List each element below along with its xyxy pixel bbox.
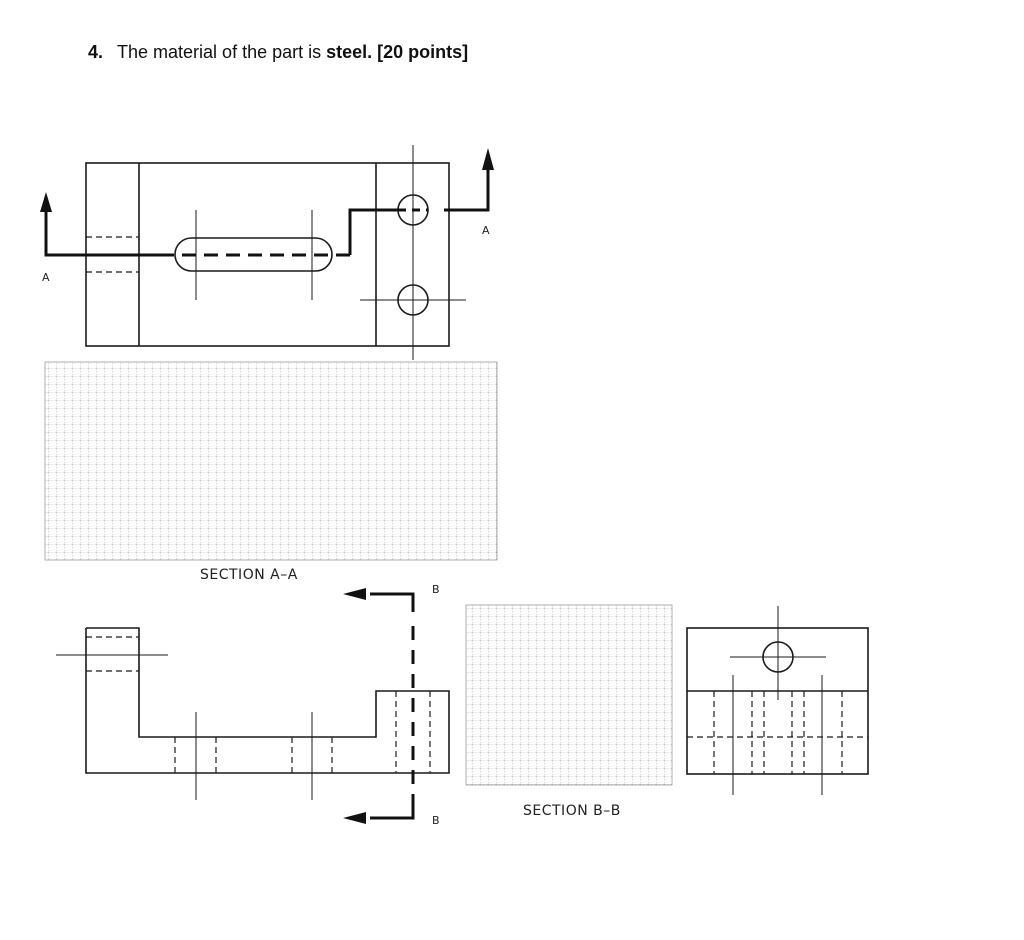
top-view-hidden-lines [86, 236, 139, 273]
question-number: 4. [88, 42, 104, 62]
cut-label-a-left: A [42, 271, 50, 284]
side-view-centerlines [730, 606, 826, 795]
arrow-a-left [40, 192, 52, 212]
top-view [85, 145, 466, 360]
arrow-b-top [343, 588, 366, 600]
cut-label-b-top: B [432, 583, 440, 596]
front-view [56, 627, 450, 800]
sketch-grid-b [465, 604, 673, 786]
front-view-centerlines [56, 654, 313, 800]
section-a-title: SECTION A–A [200, 567, 298, 583]
hole-centerlines [360, 145, 466, 360]
arrow-a-right [482, 148, 494, 170]
side-view [686, 606, 869, 795]
section-b-title: SECTION B–B [523, 803, 621, 819]
question-prefix: The material of the part is [117, 42, 327, 62]
cut-label-a-right: A [482, 224, 490, 237]
material-name: steel. [326, 42, 373, 62]
arrow-b-bottom [343, 812, 366, 824]
front-view-outline [85, 627, 450, 774]
sketch-grid-a [44, 361, 498, 561]
cut-label-b-bottom: B [432, 814, 440, 827]
question-text: 4. The material of the part is steel. [20… [88, 42, 468, 63]
cutting-plane-a [44, 165, 490, 257]
cutting-plane-b [370, 592, 415, 820]
side-view-hidden-lines [687, 691, 868, 774]
points-label: [20 points] [377, 42, 469, 62]
front-view-hidden-lines [86, 636, 431, 773]
slot [174, 237, 333, 272]
